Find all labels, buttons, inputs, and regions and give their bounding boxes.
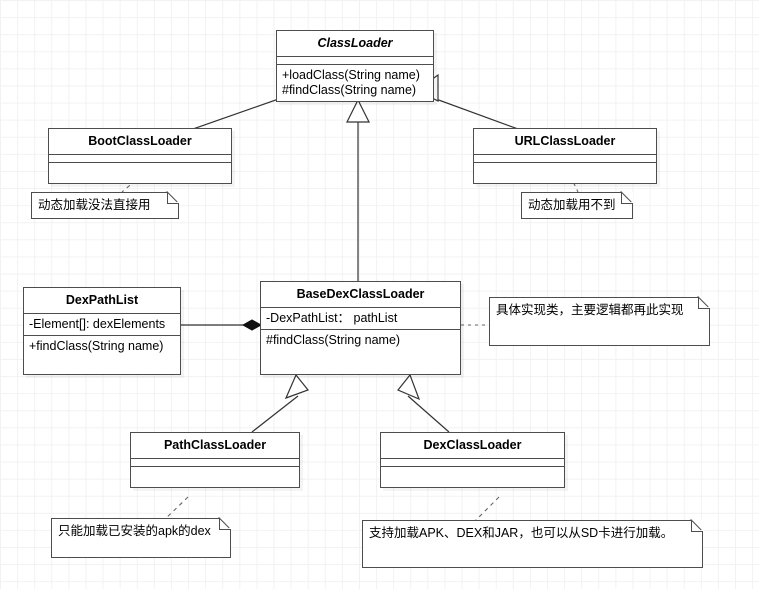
class-methods-bootclassloader (49, 163, 231, 183)
class-title-classloader: ClassLoader (277, 31, 433, 57)
class-box-pathclassloader[interactable]: PathClassLoader (130, 432, 300, 488)
class-methods-pathclassloader (131, 467, 299, 487)
class-methods-urlclassloader (474, 163, 656, 183)
class-title-bootclassloader: BootClassLoader (49, 129, 231, 155)
class-methods-basedexclassloader: #findClass(String name) (261, 330, 460, 351)
note-text-pathclassloader: 只能加载已安装的apk的dex (58, 524, 211, 538)
note-fold-icon (167, 192, 179, 204)
class-box-bootclassloader[interactable]: BootClassLoader (48, 128, 232, 184)
class-box-dexpathlist[interactable]: DexPathList -Element[]: dexElements +fin… (23, 287, 181, 375)
note-fold-icon (691, 520, 703, 532)
edge-dex-to-basedex (397, 373, 450, 433)
edge-dexpathlist-composition (181, 319, 263, 331)
class-title-urlclassloader: URLClassLoader (474, 129, 656, 155)
class-title-basedexclassloader: BaseDexClassLoader (261, 282, 460, 308)
edge-path-to-basedex (251, 373, 309, 433)
class-attributes-urlclassloader (474, 155, 656, 163)
edge-basedex-to-classloader (346, 98, 370, 281)
note-text-dexclassloader: 支持加载APK、DEX和JAR，也可以从SD卡进行加载。 (369, 526, 674, 540)
note-pathclassloader[interactable]: 只能加载已安装的apk的dex (51, 518, 231, 558)
note-fold-icon (621, 192, 633, 204)
note-text-urlclassloader: 动态加载用不到 (528, 198, 616, 212)
class-title-pathclassloader: PathClassLoader (131, 433, 299, 459)
attribute-dexelements: -Element[]: dexElements (29, 317, 166, 331)
class-box-dexclassloader[interactable]: DexClassLoader (380, 432, 565, 488)
method-findclass-dexpathlist: +findClass(String name) (29, 339, 164, 353)
method-findclass: #findClass(String name) (282, 83, 417, 97)
note-urlclassloader[interactable]: 动态加载用不到 (521, 192, 633, 219)
method-findclass-basedex: #findClass(String name) (266, 333, 401, 347)
class-methods-dexclassloader (381, 467, 564, 487)
note-fold-icon (219, 518, 231, 530)
note-fold-icon (698, 297, 710, 309)
class-box-basedexclassloader[interactable]: BaseDexClassLoader -DexPathList： pathLis… (260, 281, 461, 375)
class-box-urlclassloader[interactable]: URLClassLoader (473, 128, 657, 184)
class-methods-classloader: +loadClass(String name) #findClass(Strin… (277, 65, 433, 101)
class-box-classloader[interactable]: ClassLoader +loadClass(String name) #fin… (276, 30, 434, 102)
method-loadclass: +loadClass(String name) (282, 68, 420, 82)
class-attributes-pathclassloader (131, 459, 299, 467)
class-attributes-basedexclassloader: -DexPathList： pathList (261, 308, 460, 330)
note-dexclassloader[interactable]: 支持加载APK、DEX和JAR，也可以从SD卡进行加载。 (362, 520, 703, 568)
class-title-dexpathlist: DexPathList (24, 288, 180, 314)
note-text-bootclassloader: 动态加载没法直接用 (38, 198, 151, 212)
note-basedexclassloader[interactable]: 具体实现类，主要逻辑都再此实现 (489, 297, 710, 346)
class-methods-dexpathlist: +findClass(String name) (24, 336, 180, 357)
attribute-pathlist: -DexPathList： pathList (266, 311, 398, 325)
class-attributes-classloader (277, 57, 433, 65)
class-title-dexclassloader: DexClassLoader (381, 433, 564, 459)
class-attributes-dexclassloader (381, 459, 564, 467)
class-attributes-bootclassloader (49, 155, 231, 163)
note-bootclassloader[interactable]: 动态加载没法直接用 (31, 192, 179, 219)
class-attributes-dexpathlist: -Element[]: dexElements (24, 314, 180, 336)
note-text-basedexclassloader: 具体实现类，主要逻辑都再此实现 (496, 303, 684, 317)
